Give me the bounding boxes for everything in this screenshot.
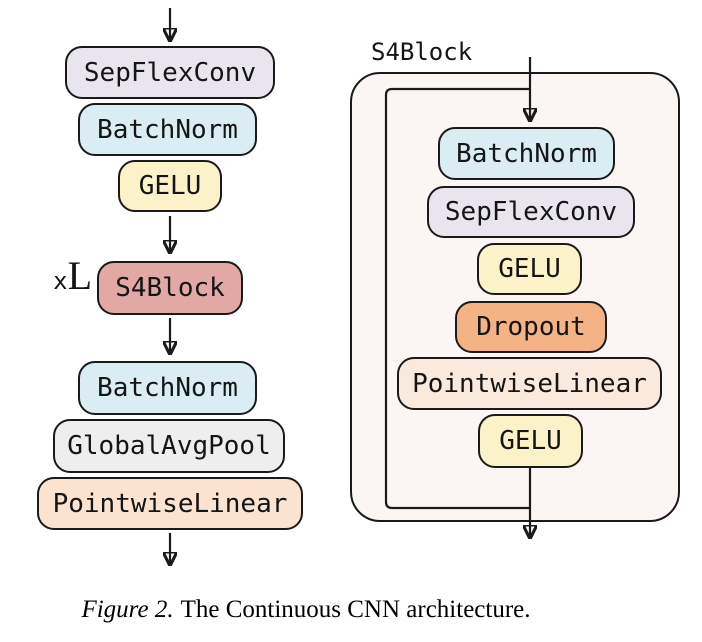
repeat-count: L [67, 253, 92, 298]
node-batchnorm: BatchNorm [78, 103, 257, 156]
figure-caption-text: The Continuous CNN architecture. [180, 596, 531, 623]
s4block-panel-title: S4Block [371, 38, 473, 66]
node-globalavgpool: GlobalAvgPool [53, 419, 285, 473]
node-label: SepFlexConv [83, 57, 257, 88]
figure-caption: Figure 2.The Continuous CNN architecture… [0, 596, 612, 624]
node-s4-dropout: Dropout [455, 301, 607, 353]
node-label: GlobalAvgPool [67, 431, 271, 461]
node-label: PointwiseLinear [52, 488, 288, 519]
node-label: GELU [138, 171, 202, 201]
node-label: SepFlexConv [444, 197, 618, 227]
node-label: BatchNorm [97, 114, 238, 145]
node-s4-gelu: GELU [477, 243, 582, 295]
node-sepflexconv: SepFlexConv [65, 46, 275, 99]
node-label: Dropout [476, 312, 586, 342]
repeat-prefix: x [53, 267, 68, 295]
node-label: GELU [498, 254, 561, 284]
node-label: PointwiseLinear [412, 368, 647, 399]
node-batchnorm-2: BatchNorm [78, 361, 257, 415]
node-gelu: GELU [118, 160, 222, 212]
node-s4block: S4Block [97, 261, 243, 315]
node-label: GELU [499, 426, 562, 456]
node-label: BatchNorm [456, 138, 597, 169]
node-pointwiselinear: PointwiseLinear [37, 477, 303, 530]
node-label: S4Block [115, 273, 225, 303]
node-label: BatchNorm [97, 373, 238, 403]
figure-caption-label: Figure 2. [81, 596, 174, 623]
node-s4-sepflexconv: SepFlexConv [427, 186, 635, 238]
node-s4-pointwiselinear: PointwiseLinear [397, 357, 662, 410]
node-s4-gelu-2: GELU [478, 414, 583, 468]
node-s4-batchnorm: BatchNorm [438, 127, 615, 180]
